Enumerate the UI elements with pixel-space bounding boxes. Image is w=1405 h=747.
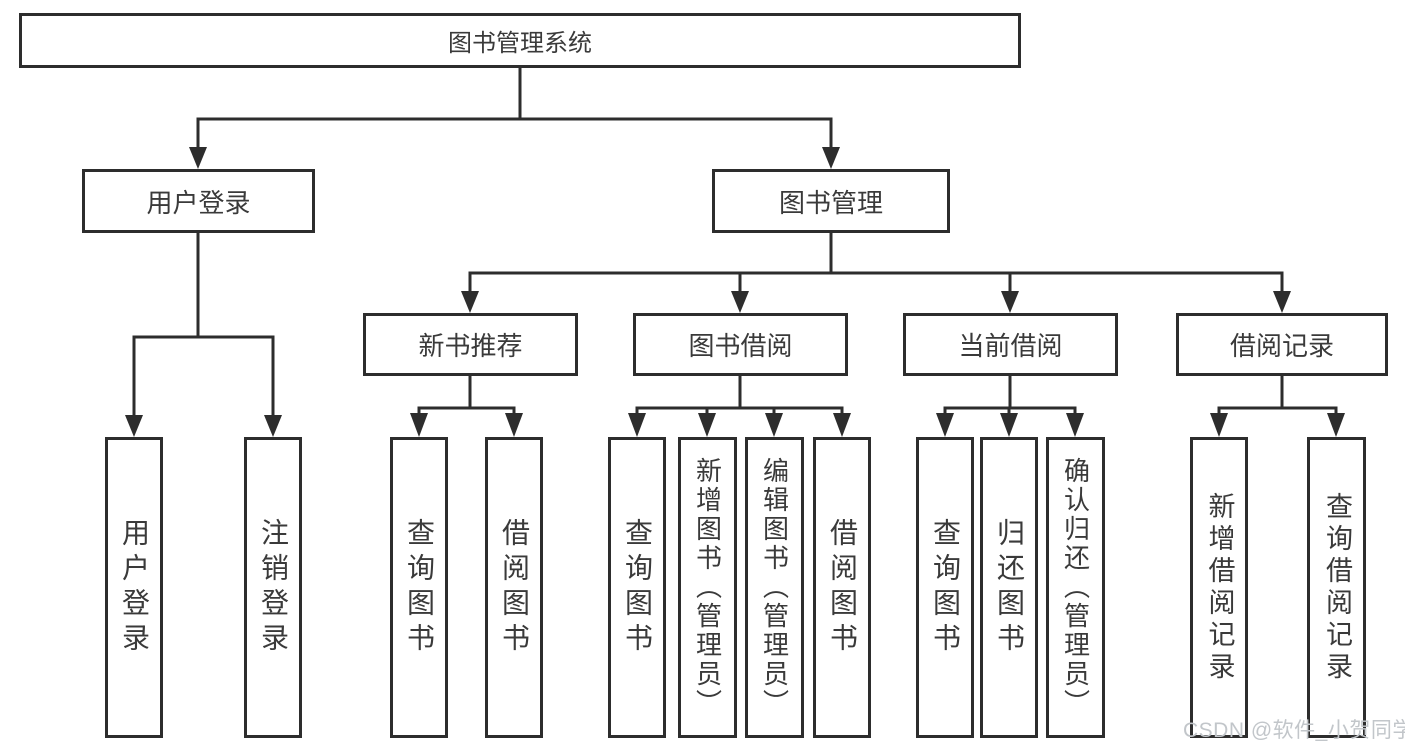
node-query-books-current: 查询图书 — [916, 437, 974, 738]
node-label: 查询图书 — [930, 517, 961, 658]
node-new-book-recommend: 新书推荐 — [363, 313, 578, 376]
connector-user-login — [125, 233, 282, 437]
node-label: 查询图书 — [404, 517, 435, 658]
node-logout-action: 注销登录 — [244, 437, 302, 738]
connector-book-management — [461, 233, 1291, 313]
node-login-action: 用户登录 — [105, 437, 163, 738]
csdn-watermark: CSDN @软件_小贺同学 — [1183, 719, 1405, 742]
node-label: 借阅图书 — [827, 517, 858, 658]
node-label: 注销登录 — [258, 517, 289, 658]
node-current-borrowing: 当前借阅 — [903, 313, 1118, 376]
node-label: 新增图书（管理员） — [692, 457, 723, 718]
node-label: 查询借阅记录 — [1322, 491, 1352, 684]
node-borrow-books-recommend: 借阅图书 — [485, 437, 543, 738]
node-borrowing-records: 借阅记录 — [1176, 313, 1388, 376]
node-label: 查询图书 — [622, 517, 653, 658]
node-label: 借阅图书 — [499, 517, 530, 658]
node-label: 编辑图书（管理员） — [759, 457, 790, 718]
node-book-borrowing: 图书借阅 — [633, 313, 848, 376]
connector-root — [189, 68, 840, 169]
node-edit-books-admin: 编辑图书（管理员） — [745, 437, 804, 738]
node-query-books-borrow: 查询图书 — [608, 437, 666, 738]
node-label: 确认归还（管理员） — [1060, 457, 1091, 718]
node-add-books-admin: 新增图书（管理员） — [678, 437, 737, 738]
node-user-login: 用户登录 — [82, 169, 315, 233]
node-query-borrow-record: 查询借阅记录 — [1307, 437, 1366, 738]
connector-new-book-recommend — [410, 376, 523, 437]
node-label: 归还图书 — [994, 517, 1025, 658]
connector-borrowing-records — [1210, 376, 1345, 437]
node-confirm-return-admin: 确认归还（管理员） — [1046, 437, 1105, 738]
node-label: 用户登录 — [119, 517, 150, 658]
node-borrow-books-borrow: 借阅图书 — [813, 437, 871, 738]
connector-current-borrowing — [936, 376, 1084, 437]
node-return-books: 归还图书 — [980, 437, 1038, 738]
node-query-books-recommend: 查询图书 — [390, 437, 448, 738]
node-add-borrow-record: 新增借阅记录 — [1190, 437, 1248, 738]
connector-book-borrowing — [628, 376, 851, 437]
node-book-management: 图书管理 — [712, 169, 950, 233]
node-label: 新增借阅记录 — [1204, 491, 1235, 684]
node-root: 图书管理系统 — [19, 13, 1021, 68]
